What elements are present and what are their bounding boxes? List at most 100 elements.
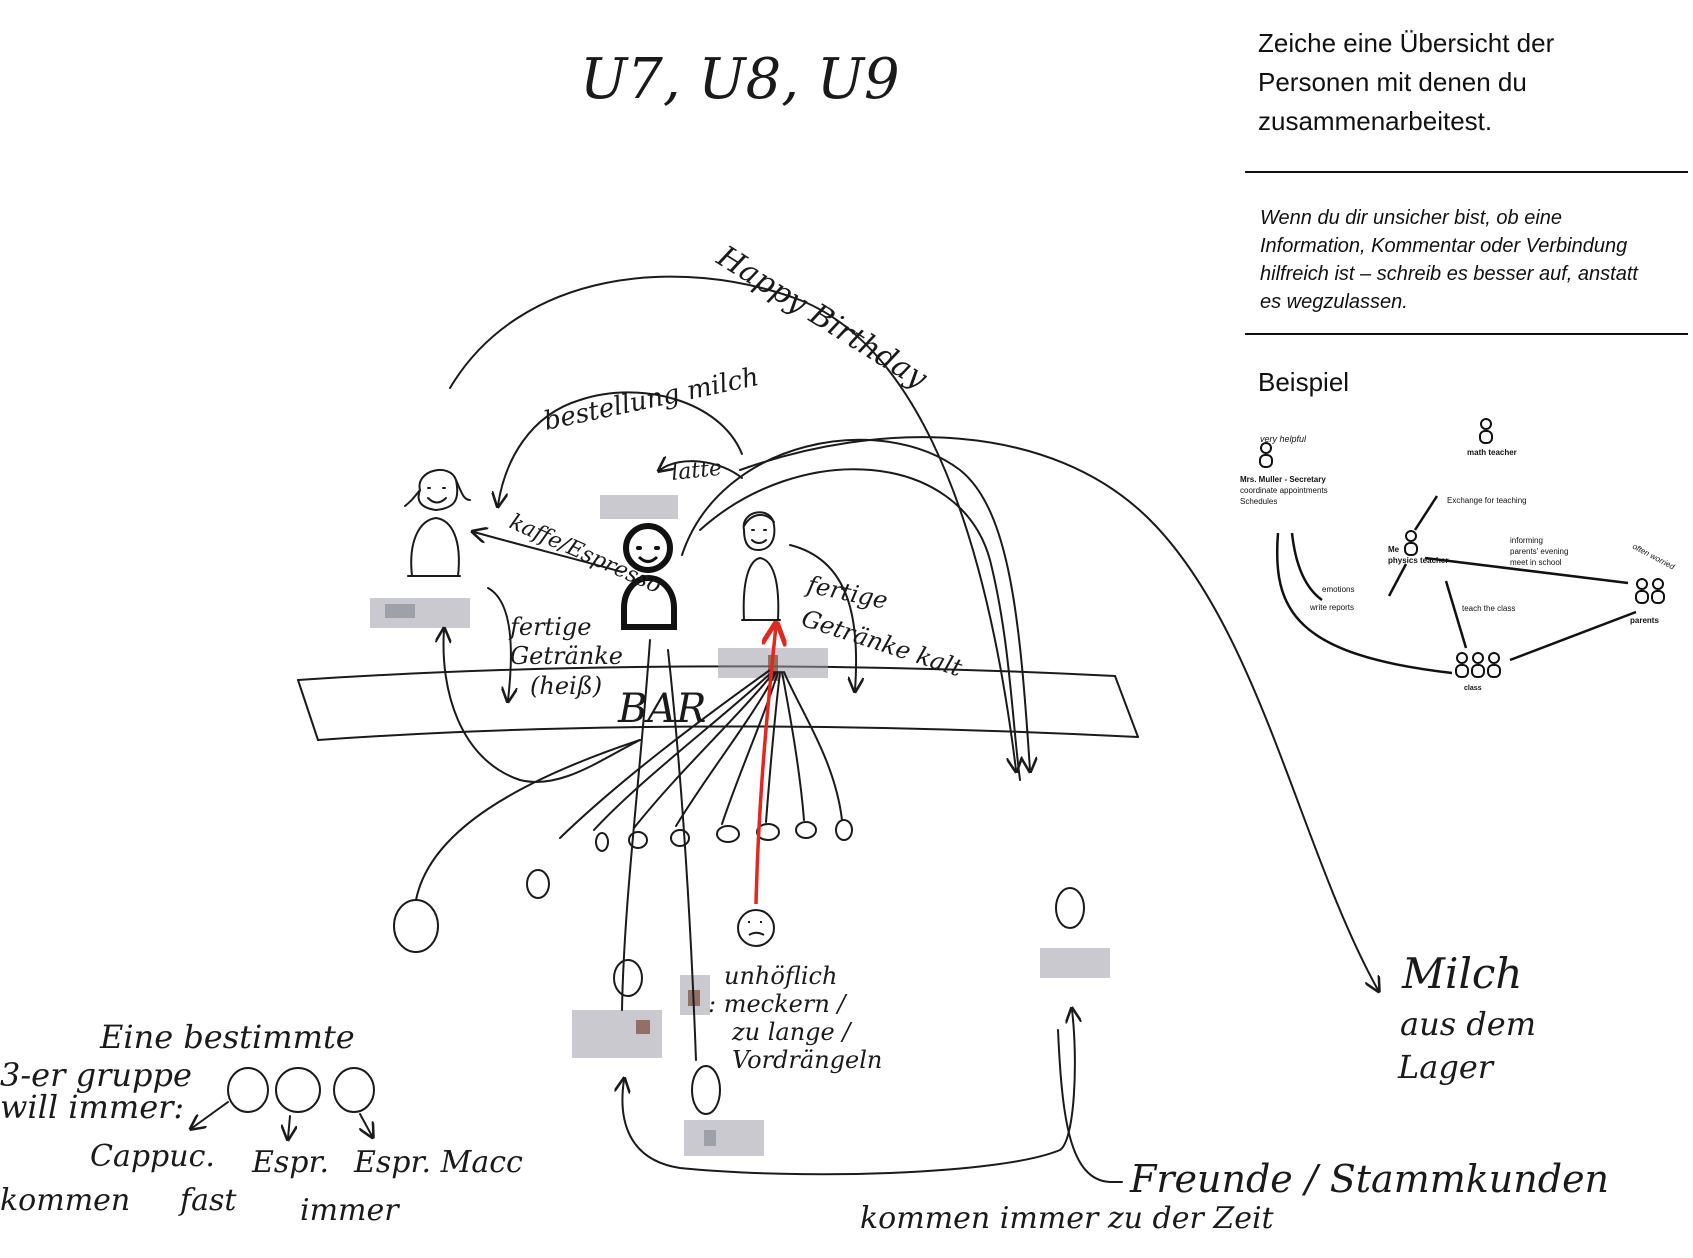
bar-label: BAR	[617, 686, 706, 732]
example-math-teacher: math teacher	[1467, 448, 1517, 457]
example-line-me	[1387, 563, 1408, 597]
fertige-heiss-3: (heiß)	[530, 672, 602, 700]
handwritten-title: U7, U8, U9	[580, 47, 900, 112]
group-arrow-2	[288, 1115, 290, 1138]
milch-label-2: aus dem	[1400, 1005, 1536, 1043]
arc-colleague-mid	[699, 468, 1021, 781]
fertige-heiss-1: fertige	[508, 613, 591, 641]
customer-circle-friend	[1055, 887, 1085, 929]
group-arrow-3	[360, 1113, 372, 1136]
example-me-person-icon	[1404, 530, 1418, 556]
customer-line-2	[415, 739, 641, 901]
pixelated-name-bottom-center	[684, 1065, 764, 1156]
example-line-secretary-class	[1276, 532, 1453, 675]
bestellung-milch-arrow	[498, 391, 743, 505]
example-line-class-parents	[1509, 610, 1637, 662]
kommen-fast-immer-1: kommen	[0, 1183, 130, 1218]
barista-woman-figure	[404, 469, 471, 577]
milch-label-3: Lager	[1397, 1048, 1495, 1086]
hint-line-4: es wegzulassen.	[1260, 291, 1408, 313]
kommen-fast-immer-2: fast	[178, 1183, 237, 1218]
example-secretary-line-2: coordinate appointments	[1240, 486, 1328, 495]
espr-label: Espr.	[251, 1145, 329, 1180]
queue-lines	[559, 669, 843, 839]
gruppe-label-2: 3-er gruppe	[0, 1056, 192, 1094]
espr-macc-label: Espr. Macc	[353, 1145, 523, 1180]
friends-pointer-line	[1057, 1029, 1123, 1183]
example-class: class	[1464, 685, 1482, 692]
pixelated-name-bottom-left	[572, 959, 662, 1058]
milch-lager-arrow	[739, 436, 1378, 990]
example-write-reports: write reports	[1309, 603, 1354, 612]
fertige-kalt-arrow	[789, 544, 856, 690]
latte-arrow	[660, 461, 743, 479]
unhoeflich-1: unhöflich	[724, 962, 837, 990]
customer-to-barista-arrow	[444, 630, 641, 783]
me-bold-figure-icon	[621, 523, 677, 630]
gruppe-label-1: Eine bestimmte	[99, 1018, 355, 1056]
example-parents: parents	[1630, 616, 1659, 625]
example-informing-2: parents' evening	[1510, 547, 1568, 556]
example-secretary-person-icon	[1259, 442, 1273, 468]
customer-circle-1	[526, 869, 550, 899]
fertige-heiss-2: Getränke	[510, 642, 623, 670]
unhoeflich-3: zu lange /	[731, 1018, 853, 1046]
group-arrow-1	[192, 1101, 229, 1128]
gruppe-label-3: will immer:	[0, 1088, 184, 1126]
happy-birthday-arrow	[449, 275, 1016, 770]
example-very-helpful: very helpful	[1260, 434, 1307, 444]
example-physics-teacher: physics teacher	[1388, 556, 1448, 565]
rude-customer-icon	[737, 909, 775, 947]
example-math-teacher-person-icon	[1479, 418, 1493, 444]
three-group-circles	[227, 1067, 375, 1113]
example-line-math	[1413, 495, 1439, 531]
cappuc-label: Cappuc.	[90, 1139, 215, 1174]
kaffee-espresso-arrow	[474, 532, 623, 573]
customer-queue	[595, 819, 853, 852]
example-parents-people-icon	[1635, 578, 1665, 604]
example-class-people-icon	[1455, 652, 1501, 678]
hint-line-3: hilfreich ist – schreib es besser auf, a…	[1260, 263, 1639, 285]
instruction-panel: Zeiche eine Übersicht der Personen mit d…	[1245, 28, 1688, 397]
example-title: Beispiel	[1258, 367, 1349, 397]
example-informing-3: meet in school	[1510, 558, 1562, 567]
kommen-zeit-label: kommen immer zu der Zeit	[860, 1201, 1275, 1236]
latte-label: latte	[670, 456, 723, 486]
customer-circle-2	[393, 899, 439, 953]
example-diagram: very helpful Mrs. Muller - Secretary coo…	[1240, 418, 1677, 692]
example-exchange: Exchange for teaching	[1447, 496, 1527, 505]
hint-line-1: Wenn du dir unsicher bist, ob eine	[1260, 207, 1562, 229]
pixelated-name-bottom-mid	[680, 975, 710, 1015]
arc-colleague-right	[681, 438, 1030, 770]
example-line-class	[1444, 580, 1468, 649]
milch-label-1: Milch	[1401, 949, 1522, 998]
task-line-3: zusammenarbeitest.	[1258, 106, 1492, 136]
hint-line-2: Information, Kommentar oder Verbindung	[1260, 235, 1627, 257]
bar-counter: BAR	[297, 665, 1139, 741]
pixelated-name-center	[600, 495, 678, 519]
freunde-label: Freunde / Stammkunden	[1129, 1157, 1609, 1201]
example-line-parents	[1424, 556, 1629, 585]
fertige-heiss-arrow	[487, 587, 511, 700]
example-informing-1: informing	[1510, 536, 1543, 545]
example-teach-class: teach the class	[1462, 604, 1515, 613]
example-secretary-line-1: Mrs. Muller - Secretary	[1240, 475, 1326, 484]
task-line-1: Zeiche eine Übersicht der	[1258, 28, 1555, 58]
bestellung-milch-label: bestellung milch	[541, 362, 761, 437]
kaffee-espresso-label: kaffe/Espresso	[506, 510, 665, 599]
unhoeflich-4: Vordrängeln	[732, 1046, 882, 1074]
example-emotions: emotions	[1322, 585, 1354, 594]
unhoeflich-2: : meckern /	[708, 990, 848, 1018]
line-bottom-mid	[667, 649, 697, 1061]
colleague-man-figure	[741, 511, 781, 621]
red-arrow	[754, 626, 776, 905]
pixelated-name-left	[370, 598, 470, 628]
kommen-fast-immer-3: immer	[300, 1193, 400, 1228]
example-secretary-line-3: Schedules	[1240, 497, 1277, 506]
example-line-emotions	[1290, 532, 1323, 602]
pixelated-name-friend	[1040, 948, 1110, 978]
example-me: Me	[1388, 545, 1400, 554]
line-bottom-left	[621, 639, 651, 1011]
friends-bracket-arrow	[622, 1010, 1074, 1176]
